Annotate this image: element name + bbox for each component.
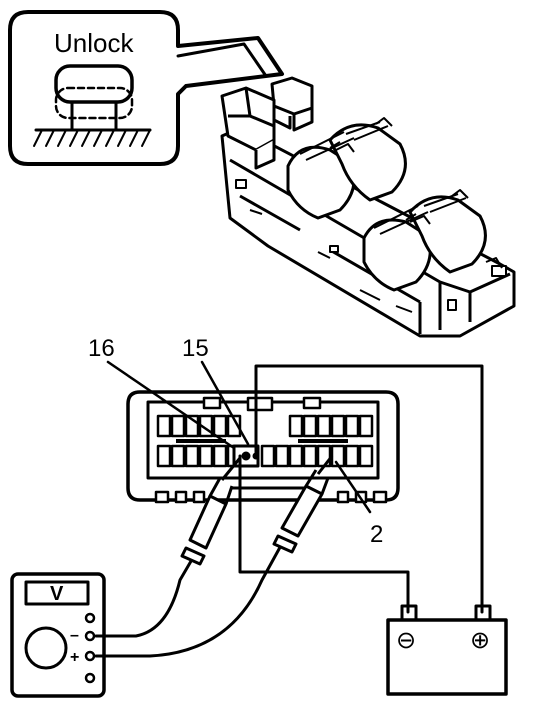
- probe-icon: [180, 455, 334, 566]
- unlock-label: Unlock: [54, 28, 134, 58]
- pin-15-label: 15: [182, 335, 209, 362]
- pin-16-label: 16: [88, 335, 115, 362]
- pin-leaders: [106, 360, 372, 514]
- meter-display: V: [50, 583, 64, 605]
- wires: [94, 364, 484, 658]
- battery-minus-label: ⊖: [396, 627, 416, 654]
- meter-plus-label: +: [70, 649, 79, 666]
- unlock-callout: Unlock: [8, 10, 284, 166]
- voltmeter-icon: V – +: [10, 572, 106, 698]
- switch-assembly-icon: [220, 76, 516, 338]
- connector-icon: [126, 390, 400, 504]
- meter-minus-label: –: [70, 627, 79, 644]
- pin-2-label: 2: [370, 521, 383, 548]
- battery-icon: ⊖ ⊕: [386, 604, 508, 696]
- battery-plus-label: ⊕: [470, 627, 490, 654]
- lock-knob-icon: [33, 64, 152, 147]
